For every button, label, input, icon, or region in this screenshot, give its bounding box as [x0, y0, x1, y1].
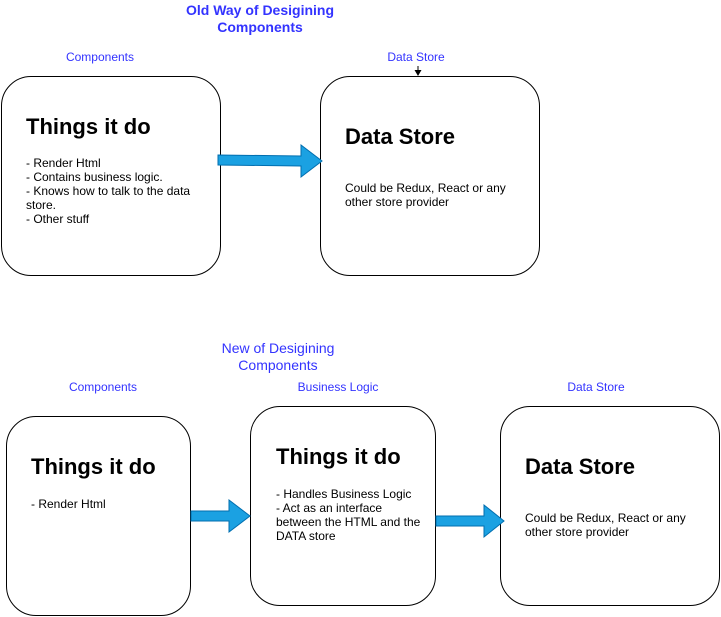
- old-components-line: - Knows how to talk to the data: [26, 184, 191, 198]
- new-datastore-line: Could be Redux, React or any: [525, 511, 686, 525]
- old-datastore-line: other store provider: [345, 195, 450, 209]
- new-flow-arrow-1: [190, 498, 251, 534]
- new-datastore-body: Could be Redux, React or any other store…: [525, 511, 715, 539]
- new-datastore-heading: Data Store: [525, 454, 636, 479]
- old-datastore-heading: Data Store: [345, 124, 456, 149]
- new-datastore-line: other store provider: [525, 525, 630, 539]
- old-datastore-label: Data Store: [387, 50, 445, 64]
- new-components-body: - Render Html: [31, 497, 186, 511]
- new-business-line: between the HTML and the: [276, 515, 421, 529]
- new-datastore-box[interactable]: Data Store Could be Redux, React or any …: [500, 406, 720, 606]
- new-components-heading: Things it do: [31, 454, 156, 479]
- new-business-line: - Handles Business Logic: [276, 487, 412, 501]
- old-components-line: store.: [26, 198, 57, 212]
- new-business-line: DATA store: [276, 529, 336, 543]
- new-title-line2: Components: [238, 357, 318, 373]
- old-components-line: - Other stuff: [26, 212, 90, 226]
- new-components-line: - Render Html: [31, 497, 106, 511]
- old-title-line1: Old Way of Desigining: [185, 2, 335, 18]
- old-components-line: - Render Html: [26, 156, 101, 170]
- new-design-title: New of Desigining Components: [178, 340, 378, 374]
- old-datastore-box[interactable]: Data Store Could be Redux, React or any …: [320, 76, 540, 276]
- old-flow-arrow: [217, 143, 323, 179]
- new-business-label: Business Logic: [297, 380, 379, 394]
- new-business-body: - Handles Business Logic - Act as an int…: [276, 487, 434, 543]
- old-title-line2: Components: [217, 19, 303, 35]
- new-components-label: Components: [68, 380, 138, 394]
- old-datastore-line: Could be Redux, React or any: [345, 181, 506, 195]
- old-components-box[interactable]: Things it do - Render Html - Contains bu…: [1, 76, 221, 276]
- new-business-line: - Act as an interface: [276, 501, 383, 515]
- new-business-box[interactable]: Things it do - Handles Business Logic - …: [250, 406, 436, 606]
- new-business-heading: Things it do: [276, 444, 401, 469]
- new-datastore-label: Data Store: [567, 380, 625, 394]
- old-components-label: Components: [65, 50, 135, 64]
- old-design-title: Old Way of Desigining Components: [160, 2, 360, 36]
- new-flow-arrow-2: [435, 503, 505, 539]
- old-datastore-body: Could be Redux, React or any other store…: [345, 181, 535, 209]
- datastore-pointer-arrow: [414, 66, 422, 76]
- old-components-body: - Render Html - Contains business logic.…: [26, 156, 216, 226]
- old-components-heading: Things it do: [26, 114, 151, 139]
- new-title-line1: New of Desigining: [221, 340, 335, 356]
- old-components-line: - Contains business logic.: [26, 170, 163, 184]
